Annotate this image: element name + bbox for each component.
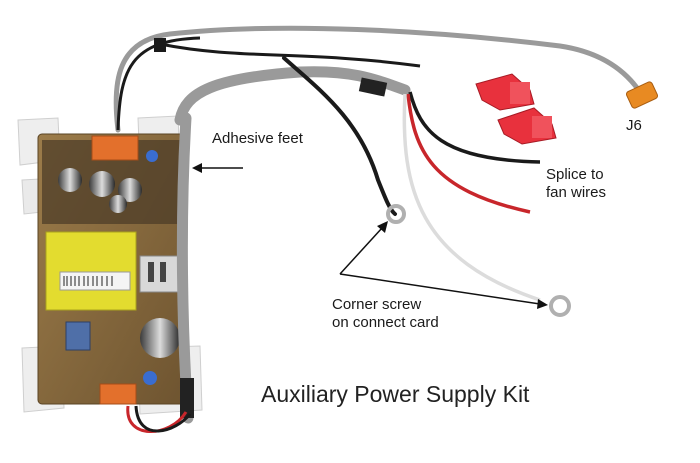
corner-screw-label: Corner screw on connect card [332, 296, 439, 332]
j6-label: J6 [626, 117, 642, 134]
adhesive-feet-label: Adhesive feet [212, 130, 303, 147]
pcb-board [37, 133, 187, 405]
splice-connector [475, 73, 535, 111]
splice-connector [497, 107, 557, 145]
arrow-adhesive-feet [192, 163, 243, 173]
j6-connector [625, 81, 659, 109]
corner-screw-label-line1: Corner screw [332, 296, 422, 313]
ring-terminal [386, 204, 406, 224]
splice-label-line1: Splice to [546, 166, 604, 183]
arrow-corner-screw [339, 221, 548, 309]
splice-label-line2: fan wires [546, 184, 607, 201]
splice-label: Splice to fan wires [546, 166, 606, 202]
kit-title: Auxiliary Power Supply Kit [261, 381, 530, 407]
ring-terminal [549, 295, 571, 317]
corner-screw-label-line2: on connect card [332, 314, 439, 331]
